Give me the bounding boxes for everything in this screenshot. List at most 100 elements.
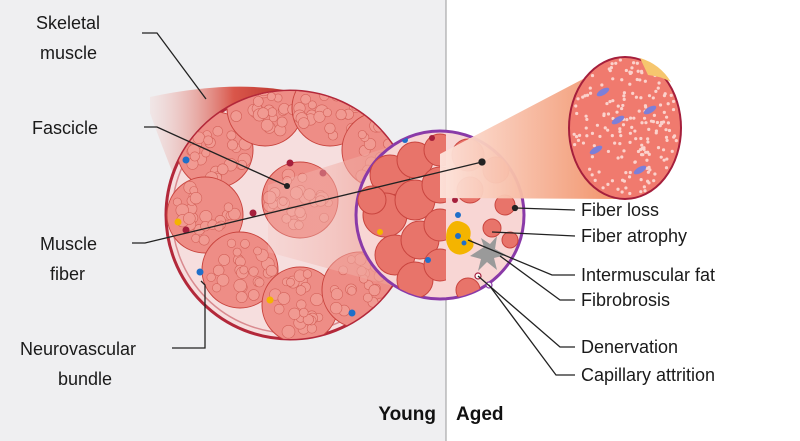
muscle-fiber-small [226,130,237,141]
myofibril-dot [633,129,637,133]
myofibril-dot [620,106,624,111]
muscle-fiber-small [324,122,336,134]
label-fascicle: Fascicle [32,118,98,138]
myofibril-dot [619,134,623,138]
muscle-fiber-small [277,292,291,305]
muscle-fiber-small [235,291,248,304]
muscle-fiber-small [206,272,216,282]
myofibril-dot [606,149,611,154]
myofibril-dot [636,149,641,154]
myofibril-dot [664,115,669,119]
fascicle-fiber-young [423,248,446,282]
myofibril-dot [628,191,632,196]
myofibril-dot [606,128,610,132]
myofibril-dot [634,95,638,99]
myofibril-dot [590,155,595,159]
label-neurovascular-bundle-line2: bundle [58,369,112,389]
label-capillary-attrition: Capillary attrition [581,365,715,385]
myofibril-dot [610,179,615,183]
muscle-fiber-small [363,137,377,151]
myofibril-dot [630,66,634,70]
nerve-marker [425,257,431,263]
fascicle-fiber-young [357,185,387,215]
myofibril-dot [624,171,628,175]
myofibril-dot [588,91,593,95]
myofibril-dot [607,67,611,71]
myofibril-dot [656,146,661,150]
myofibril-dot [649,119,654,123]
muscle-fiber-small [227,139,238,151]
myofibril-dot [651,96,655,100]
myofibril-dot [585,117,589,122]
muscle-fiber-small [183,212,196,225]
muscle-fiber-small [223,202,234,212]
muscle-fiber-small [230,110,243,122]
myofibril-dot [633,160,637,164]
vessel-marker [182,226,190,234]
label-fiber-atrophy: Fiber atrophy [581,226,687,246]
myofibril-dot [621,103,625,108]
muscle-fiber-small [212,283,222,293]
muscle-fiber-small [216,273,230,287]
muscle-fiber-small [296,299,307,310]
myofibril-dot [622,94,626,98]
muscle-fiber-small [217,163,229,175]
fiber-fat-cap [640,58,671,82]
myofibril-dot [640,71,644,75]
muscle-fiber-small [330,288,343,301]
myofibril-dot [627,175,632,179]
myofibril-dot [622,149,626,153]
myofibril-dot [654,131,658,135]
myofibril-dot [674,139,678,143]
myofibril-dot [639,190,643,194]
myofibril-dot [610,134,614,138]
myofibril-dot [661,148,666,152]
myofibril-dot [669,93,673,97]
nerve-marker [455,212,461,218]
myofibril-dot [662,110,666,114]
myofibril-dot [606,112,611,116]
myofibril-dot [670,149,674,153]
myofibril-dot [616,156,620,160]
myofibril-dot [639,96,643,100]
myofibril-dot [646,170,650,174]
muscle-fiber-small [248,266,259,277]
myofibril-dot [624,68,628,73]
muscle-fiber-small [310,292,324,306]
myofibril-dot [671,99,676,104]
muscle-fiber-small [239,265,249,275]
myofibril-dot [573,143,577,147]
myofibril-dot [628,116,633,120]
myofibril-dot [643,189,647,193]
myofibril-dot [622,97,626,101]
myofibril-dot [628,170,632,175]
myofibril-dot [645,158,649,162]
muscle-fiber-small [253,96,264,107]
myofibril-dot [576,138,581,142]
myofibril-dot [577,133,582,137]
myofibril-dot [665,157,669,161]
label-skeletal-muscle-line1: Skeletal [36,13,100,33]
muscle-fiber-small [288,307,301,320]
myofibril-dot [647,94,652,98]
nerve-marker [196,268,204,276]
myofibril-dot [628,131,632,135]
label-muscle-fiber-line2: fiber [50,264,85,284]
myofibril-dot [640,143,644,147]
myofibril-dot [592,144,596,148]
muscle-fiber-small [347,286,357,296]
muscle-fiber-small [257,107,269,119]
myofibril-dot [583,94,587,98]
myofibril-dot [657,81,661,85]
myofibril-dot [658,103,663,107]
myofibril-dot [620,178,625,182]
muscle-fiber-cross-section [568,56,682,200]
myofibril-dot [632,116,636,120]
myofibril-dot [624,186,628,190]
myofibril-dot [628,70,632,74]
myofibril-dot [664,128,668,132]
vessel-marker [249,209,257,217]
myofibril-dot [575,111,579,116]
muscle-fiber-small [357,130,367,139]
